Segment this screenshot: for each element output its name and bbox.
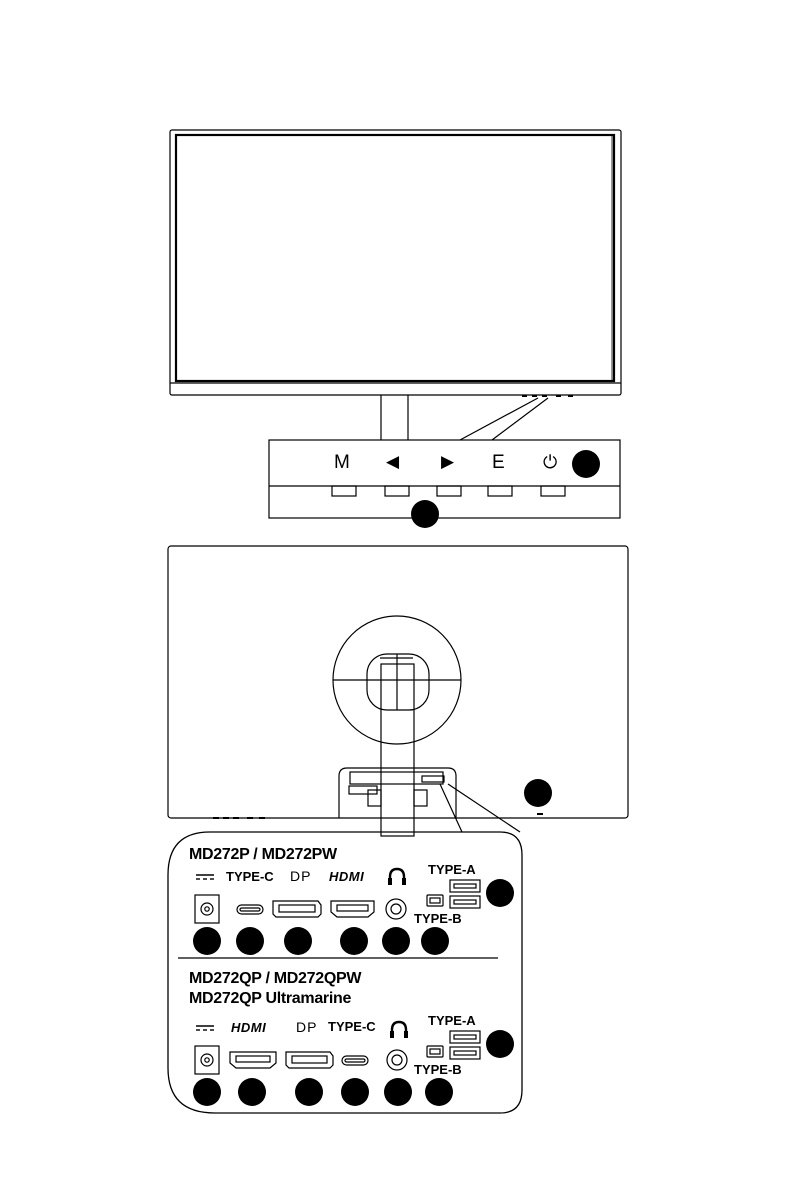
- left-arrow-icon: ◀: [386, 452, 399, 472]
- button-label-m: M: [334, 452, 350, 474]
- port-label-hdmi: HDMI: [231, 1020, 266, 1035]
- headphone-icon: [392, 1022, 406, 1037]
- right-arrow-icon: ▶: [441, 452, 454, 472]
- dc-power-icon: [196, 875, 214, 879]
- monitor-back-view: [168, 546, 628, 836]
- model-title-b-line1: MD272QP / MD272QPW: [189, 970, 361, 988]
- model-title-b-line2: MD272QP Ultramarine: [189, 990, 351, 1008]
- dc-power-icon: [196, 1026, 214, 1030]
- headphone-icon: [390, 869, 404, 884]
- port-label-typeb: TYPE-B: [414, 1062, 462, 1077]
- model-title-a: MD272P / MD272PW: [189, 846, 337, 864]
- port-label-typec: TYPE-C: [226, 869, 274, 884]
- button-label-e: E: [492, 452, 505, 474]
- port-label-typea: TYPE-A: [428, 1013, 476, 1028]
- port-label-typec: TYPE-C: [328, 1019, 376, 1034]
- port-label-dp: DP: [290, 868, 311, 884]
- monitor-front-view: [170, 130, 621, 440]
- port-label-dp: DP: [296, 1019, 317, 1035]
- port-label-typeb: TYPE-B: [414, 911, 462, 926]
- port-label-hdmi: HDMI: [329, 869, 364, 884]
- power-icon: ⏻: [543, 452, 557, 473]
- port-label-typea: TYPE-A: [428, 862, 476, 877]
